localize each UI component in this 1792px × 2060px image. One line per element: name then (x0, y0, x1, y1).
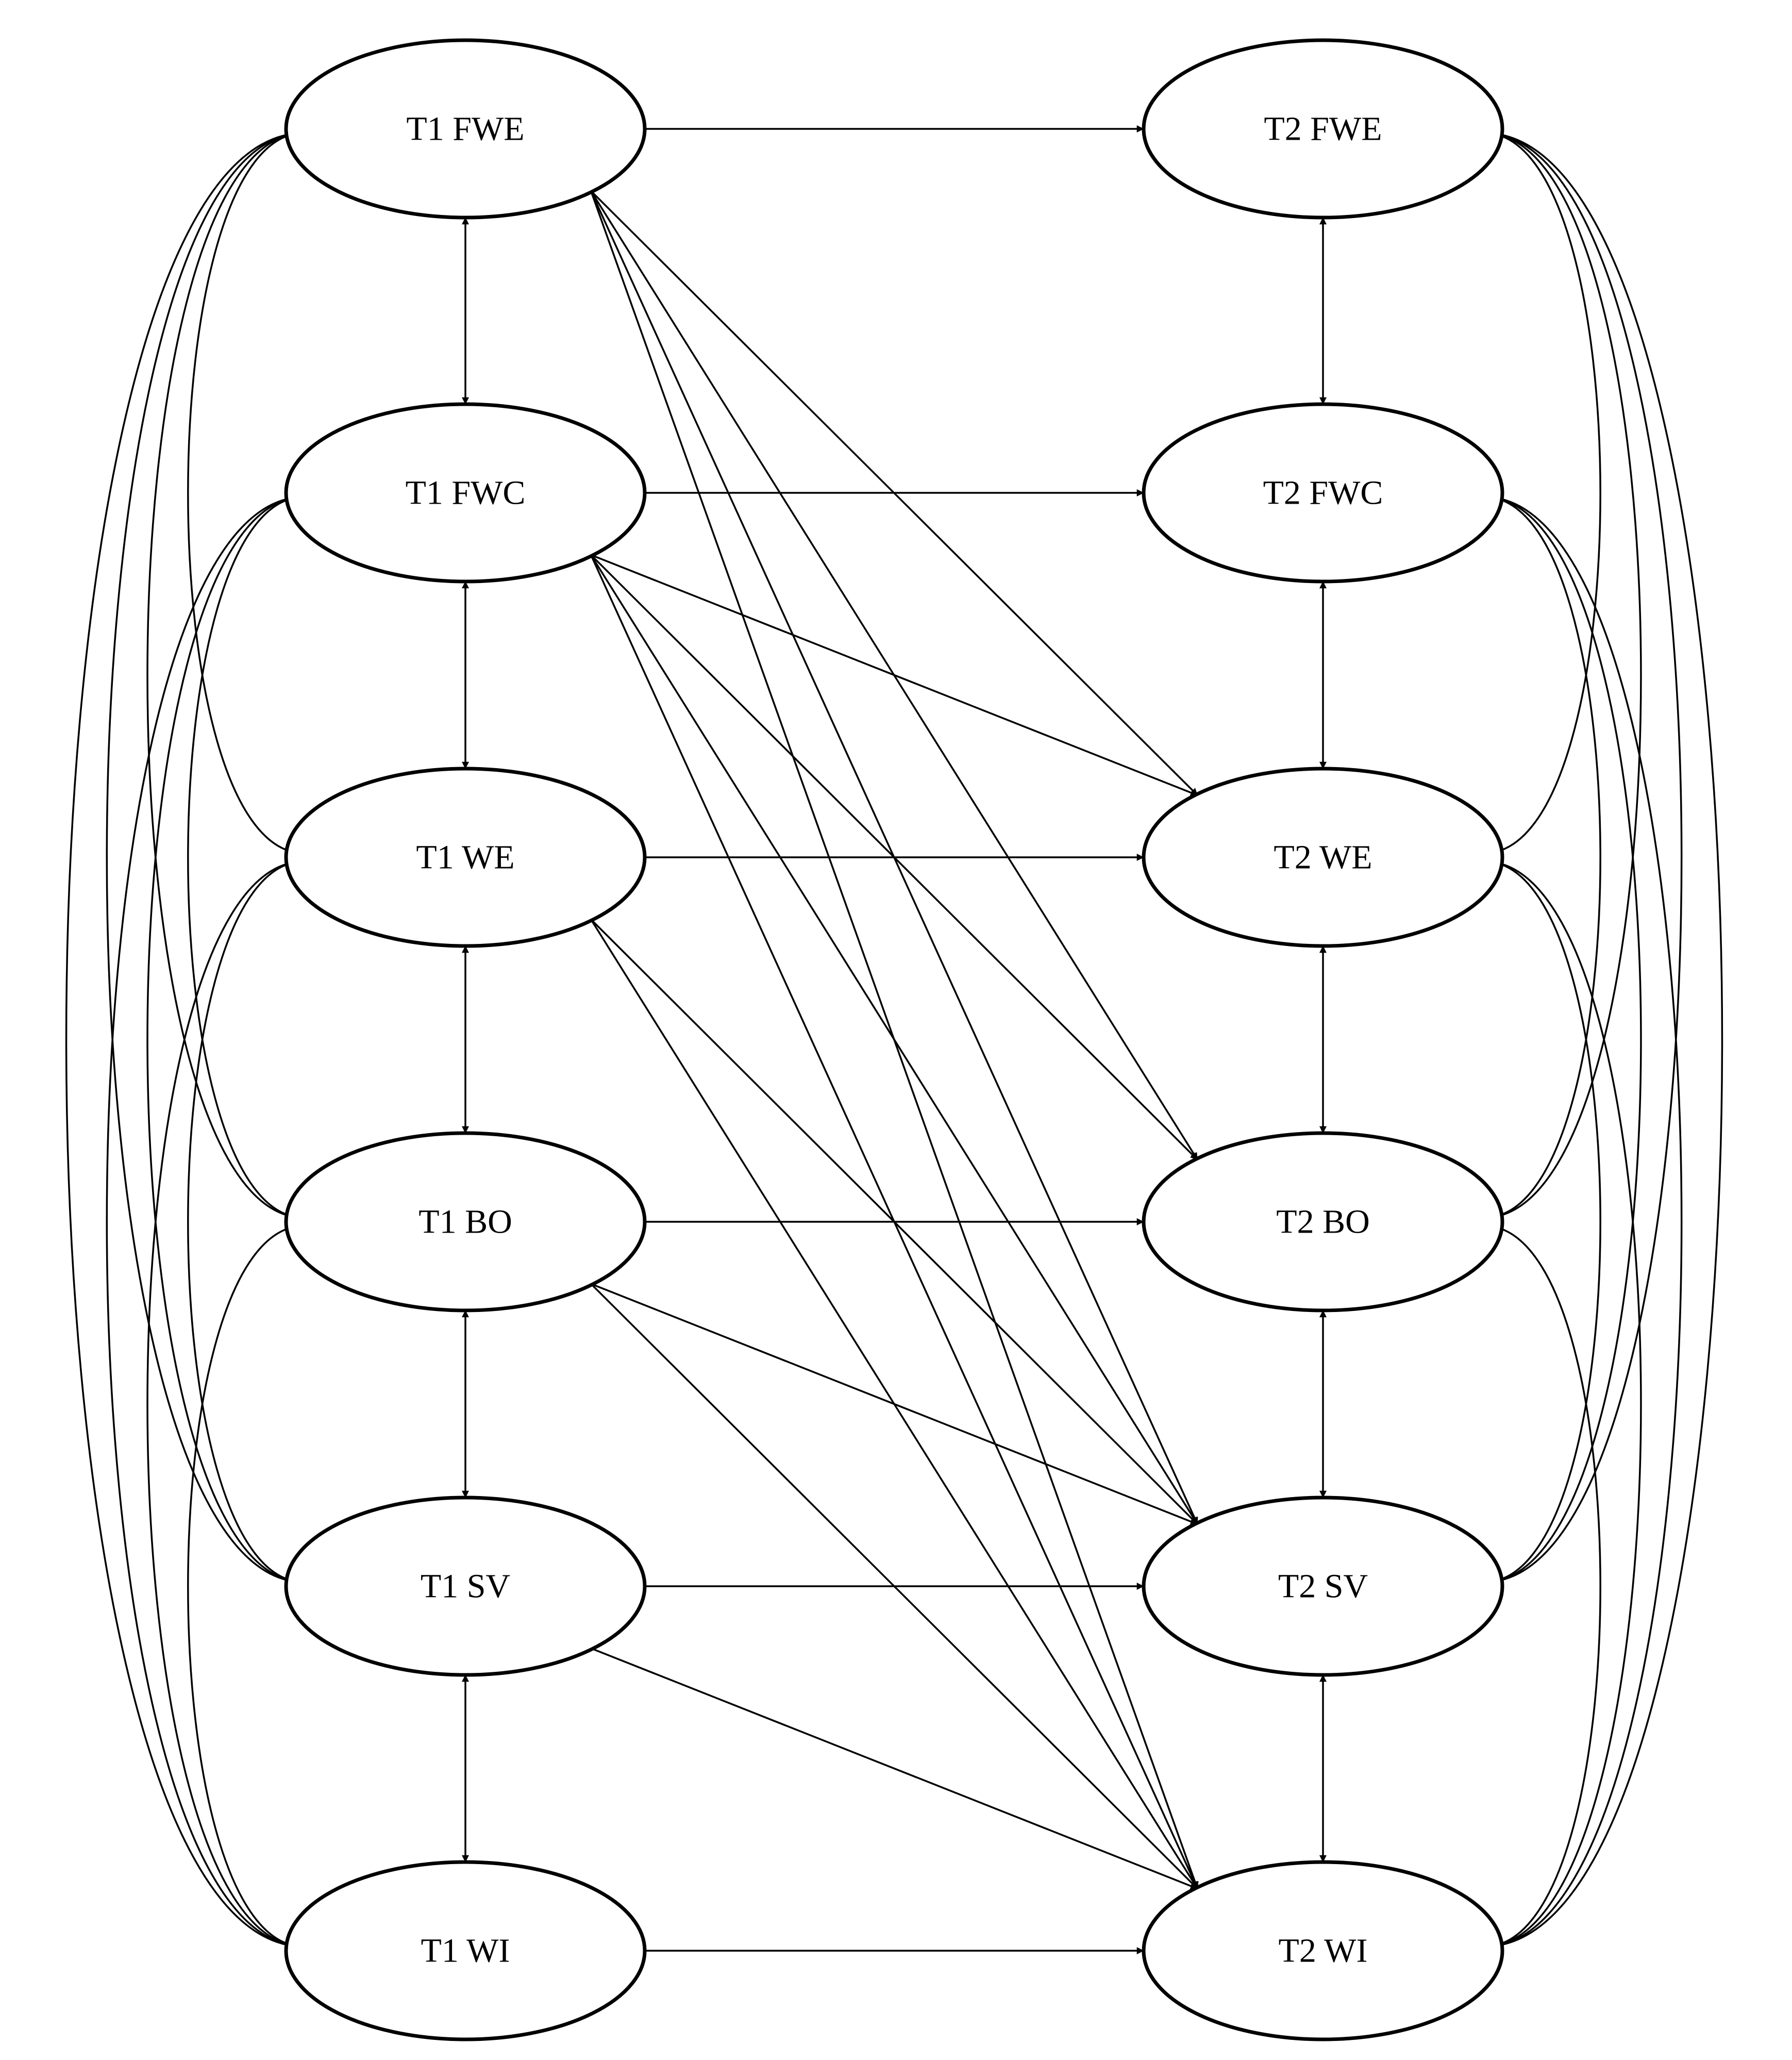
covariance-t2_fwe-t2_we (1484, 129, 1601, 857)
path-t1_bo-to-t2_wi (590, 1283, 1198, 1889)
covariance-t1_fwc-t1_sv (146, 493, 305, 1586)
covariance-t2_we-t2_wi (1484, 858, 1642, 1950)
covariance-t1_bo-t1_wi (187, 1222, 305, 1950)
node-t1-sv: T1 SV (284, 1496, 647, 1677)
nodes-layer: T1 FWE T1 FWC T1 WE T1 BO T1 SV T1 WI T2 FWE T2… (284, 38, 1504, 2041)
covariance-t1_fwe-t1_sv (106, 129, 305, 1586)
node-label-t2-bo: T2 BO (1276, 1203, 1370, 1241)
covariance-t1_fwe-t1_bo (146, 129, 305, 1221)
node-ellipse-t1-wi (284, 1860, 647, 2041)
node-label-t2-fwe: T2 FWE (1264, 110, 1382, 148)
path-t1_fwc-to-t2_sv (590, 554, 1198, 1525)
node-label-t1-we: T1 WE (416, 839, 514, 876)
node-label-t1-bo: T1 BO (418, 1203, 512, 1241)
covariance-t1_we-t1_sv (187, 858, 305, 1586)
node-ellipse-t2-sv (1142, 1496, 1504, 1677)
node-label-t1-sv: T1 SV (421, 1568, 510, 1605)
node-label-t1-fwe: T1 FWE (406, 110, 524, 148)
node-ellipse-t2-wi (1142, 1860, 1504, 2041)
node-ellipse-t2-fwe (1142, 38, 1504, 220)
node-ellipse-t2-we (1142, 767, 1504, 948)
covariance-t1_fwe-t1_wi (65, 129, 305, 1950)
covariance-t2_fwc-t2_sv (1484, 493, 1642, 1586)
node-ellipse-t1-fwc (284, 402, 647, 584)
node-label-t1-wi: T1 WI (421, 1932, 510, 1970)
covariance-t2_fwc-t2_wi (1484, 493, 1683, 1950)
node-t1-we: T1 WE (284, 767, 647, 948)
path-t1_fwe-to-t2_we (590, 190, 1198, 796)
node-t2-fwc: T2 FWC (1142, 402, 1504, 584)
covariance-t1_fwc-t1_bo (187, 493, 305, 1221)
node-t2-fwe: T2 FWE (1142, 38, 1504, 220)
covariance-t2_bo-t2_wi (1484, 1222, 1601, 1950)
path-t1_bo-to-t2_sv (590, 1283, 1198, 1525)
edges-layer (65, 125, 1723, 1954)
node-t1-fwc: T1 FWC (284, 402, 647, 584)
node-t2-we: T2 WE (1142, 767, 1504, 948)
covariance-t1_fwe-t1_we (187, 129, 305, 857)
node-ellipse-t2-bo (1142, 1131, 1504, 1313)
covariance-t2_fwe-t2_wi (1484, 129, 1723, 1950)
covariance-t1_we-t1_wi (146, 858, 305, 1950)
node-t2-sv: T2 SV (1142, 1496, 1504, 1677)
node-label-t2-fwc: T2 FWC (1263, 474, 1383, 512)
node-t1-wi: T1 WI (284, 1860, 647, 2041)
covariance-t2_we-t2_sv (1484, 858, 1601, 1586)
node-ellipse-t2-fwc (1142, 402, 1504, 584)
node-ellipse-t1-sv (284, 1496, 647, 1677)
path-t1_sv-to-t2_wi (590, 1647, 1198, 1890)
node-label-t2-sv: T2 SV (1278, 1568, 1368, 1605)
path-t1_fwc-to-t2_bo (590, 554, 1198, 1160)
path-t1_fwc-to-t2_we (590, 554, 1198, 796)
node-t2-wi: T2 WI (1142, 1860, 1504, 2041)
node-ellipse-t1-we (284, 767, 647, 948)
node-t2-bo: T2 BO (1142, 1131, 1504, 1313)
path-t1_we-to-t2_sv (590, 919, 1198, 1525)
node-t1-bo: T1 BO (284, 1131, 647, 1313)
node-label-t2-wi: T2 WI (1279, 1932, 1368, 1970)
node-ellipse-t1-fwe (284, 38, 647, 220)
node-ellipse-t1-bo (284, 1131, 647, 1313)
node-label-t1-fwc: T1 FWC (406, 474, 526, 512)
covariance-t2_fwe-t2_bo (1484, 129, 1642, 1221)
covariance-t2_fwc-t2_bo (1484, 493, 1601, 1221)
covariance-t2_fwe-t2_sv (1484, 129, 1683, 1586)
node-label-t2-we: T2 WE (1274, 839, 1372, 876)
node-t1-fwe: T1 FWE (284, 38, 647, 220)
covariance-t1_fwc-t1_wi (106, 493, 305, 1950)
